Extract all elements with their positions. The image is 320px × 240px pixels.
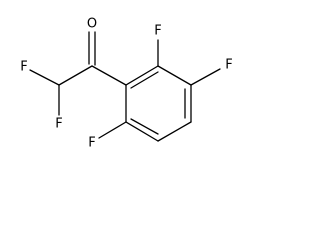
bond-c6-f-bottom-left	[98, 121, 127, 139]
bond-carbonyl-chf2	[58, 65, 93, 86]
atom-label-oxygen: O	[87, 17, 97, 32]
atom-label-fluorine-chf2-bottom: F	[55, 117, 62, 132]
bond-carbonyl-ring	[91, 65, 127, 86]
ring-bond-c5-c6	[125, 121, 159, 142]
bond-chf2-f-left	[29, 69, 60, 86]
ring-bond-c5-c6-inner	[130, 118, 159, 135]
ring-bond-c1-c2-inner	[130, 71, 159, 89]
atom-label-fluorine-ring-right: F	[225, 58, 232, 73]
chemical-structure: O F F F F F	[20, 17, 232, 151]
bond-c3-f-right	[190, 68, 221, 86]
atom-label-fluorine-chf2-left: F	[20, 60, 27, 75]
ring-bond-c4-c5	[157, 121, 192, 142]
atom-label-fluorine-ring-top: F	[154, 24, 161, 39]
ring-bond-c1-c2	[125, 65, 159, 86]
atom-label-fluorine-ring-bottom-left: F	[88, 136, 95, 151]
ring-bond-c2-c3	[157, 65, 192, 86]
